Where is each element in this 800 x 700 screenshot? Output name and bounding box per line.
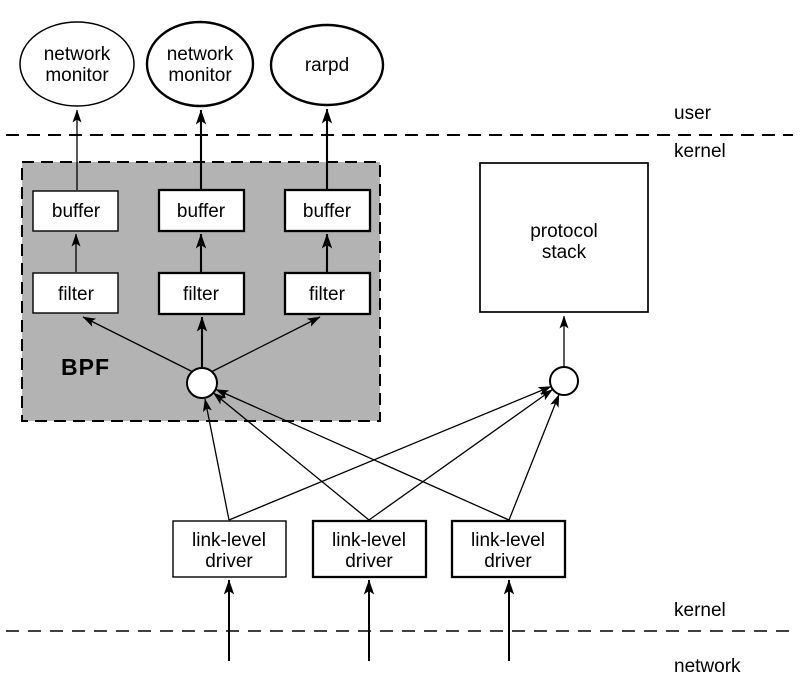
arrow-driver3-to-protocol-tap <box>508 394 560 521</box>
buffer-label-2: buffer <box>177 201 226 222</box>
driver3-label-line1: link-level <box>471 530 545 551</box>
driver2-label-line2: driver <box>345 551 393 572</box>
layer-label-kernel-bottom: kernel <box>674 600 726 621</box>
arrow-bpf-tap-to-filter1 <box>82 316 194 373</box>
driver2-label-line1: link-level <box>332 530 406 551</box>
protocol-stack-label-line1: protocol <box>530 221 598 242</box>
process-ellipse-rarpd <box>269 23 385 107</box>
filter-box-3 <box>283 271 372 316</box>
bpf-region-label: BPF <box>61 354 110 380</box>
driver1-label-line2: driver <box>205 551 253 572</box>
filter-label-3: filter <box>309 284 346 305</box>
rarpd-label: rarpd <box>305 55 349 76</box>
driver1-label-line1: link-level <box>192 530 266 551</box>
buffer-label-1: buffer <box>52 201 101 222</box>
monitor1-label-line2: monitor <box>45 65 109 86</box>
arrow-bpf-tap-to-filter3 <box>210 316 321 373</box>
filter-label-1: filter <box>58 284 95 305</box>
process-ellipse-network-monitor-1 <box>19 21 135 107</box>
layer-label-kernel-top: kernel <box>674 141 726 162</box>
filter-box-1 <box>32 272 119 314</box>
protocol-tap-circle <box>549 366 579 396</box>
arrow-driver1-to-bpf-tap <box>203 398 230 521</box>
driver-box-3 <box>450 519 567 579</box>
monitor2-label-line1: network <box>167 44 234 65</box>
layer-label-network: network <box>674 656 741 677</box>
monitor1-label-line1: network <box>44 44 111 65</box>
arrow-driver3-to-bpf-tap <box>215 388 510 521</box>
monitor2-label-line2: monitor <box>168 65 232 86</box>
bpf-tap-circle <box>186 367 218 399</box>
arrow-driver2-to-protocol-tap <box>368 388 553 521</box>
driver-box-1 <box>172 520 287 578</box>
protocol-stack-box <box>479 162 649 313</box>
layer-label-user: user <box>674 103 712 124</box>
buffer-box-1 <box>32 190 119 232</box>
filter-label-2: filter <box>183 284 220 305</box>
protocol-stack-label-line2: stack <box>542 242 587 263</box>
arrow-driver2-to-bpf-tap <box>213 392 370 521</box>
buffer-box-3 <box>283 188 372 233</box>
filter-box-2 <box>157 271 246 316</box>
process-ellipse-network-monitor-2 <box>145 20 255 108</box>
arrow-driver1-to-protocol-tap <box>228 385 552 521</box>
driver-box-2 <box>311 519 428 579</box>
buffer-label-3: buffer <box>303 201 352 222</box>
driver3-label-line2: driver <box>484 551 532 572</box>
